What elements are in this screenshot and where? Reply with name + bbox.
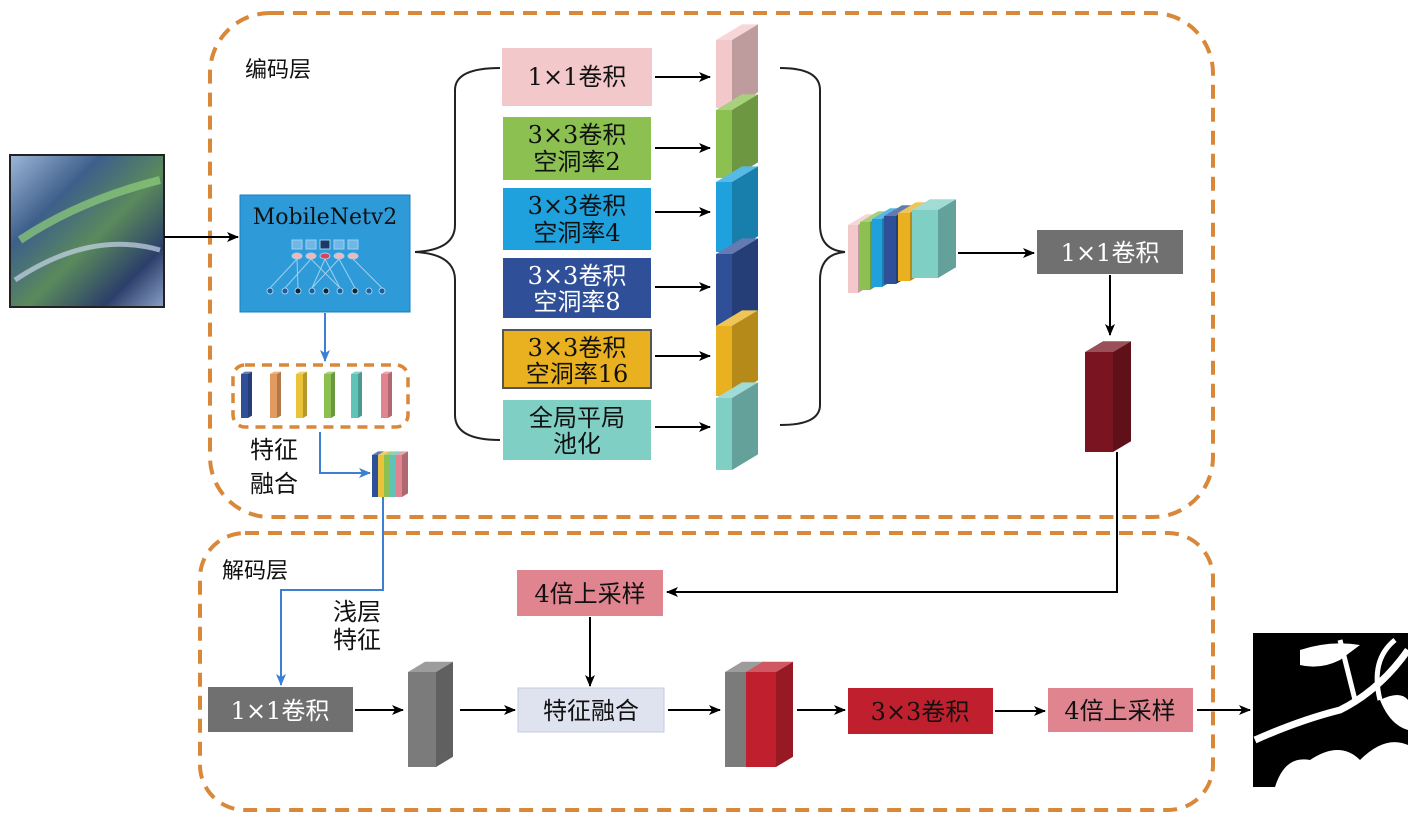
aspp-branch-rate4: 3×3卷积 空洞率4	[503, 188, 651, 250]
fused-low-level-stack	[372, 451, 408, 497]
decoder-region	[198, 531, 1215, 812]
branch-label: 3×3卷积	[528, 334, 627, 362]
branch-output-slab	[716, 238, 758, 326]
feature-map-slab	[396, 451, 408, 497]
encoder-title: 编码层	[245, 58, 311, 83]
branch-rate: 空洞率8	[533, 288, 620, 316]
feature-fusion-block: 特征融合	[517, 687, 665, 733]
feature-slab-yellow	[296, 371, 307, 418]
branch-output-slab	[716, 382, 758, 470]
network-icon	[266, 239, 386, 295]
upsample-label: 4倍上采样	[1064, 697, 1175, 725]
aspp-branch-rate16: 3×3卷积 空洞率16	[502, 329, 652, 389]
output-upsample-4x: 4倍上采样	[1048, 688, 1193, 732]
branch-label: 1×1卷积	[528, 63, 627, 91]
feature-slab-pink	[381, 371, 392, 418]
encoder-conv1x1: 1×1卷积	[1037, 230, 1183, 274]
branch-label: 3×3卷积	[528, 121, 627, 149]
encoder-region	[208, 11, 1215, 519]
branch-output-slab	[716, 94, 758, 178]
feature-map-slab	[912, 199, 956, 278]
aspp-branch-global-pooling: 全局平局 池化	[503, 400, 651, 460]
arrow-to-fused-features	[319, 432, 371, 478]
branch-output-slab	[716, 24, 758, 108]
low-level-features-group	[231, 363, 410, 429]
feature-slab-teal	[351, 371, 362, 418]
fusion-label: 特征融合	[543, 697, 639, 725]
arrow-encoder-to-upsample	[666, 452, 1118, 597]
branch-label: 3×3卷积	[528, 262, 627, 290]
aspp-branch-rate8: 3×3卷积 空洞率8	[503, 258, 651, 318]
branch-label: 全局平局	[529, 404, 625, 432]
concat-slab-red	[746, 661, 793, 767]
encoder-output-slab	[1085, 341, 1131, 452]
branch-rate: 池化	[553, 430, 601, 458]
conv-label: 1×1卷积	[231, 697, 330, 725]
shallow-feature-slab	[408, 661, 453, 767]
conv-label: 1×1卷积	[1061, 239, 1160, 267]
backbone-label: MobileNetv2	[253, 205, 397, 230]
left-brace	[414, 67, 501, 441]
arrow-shallow-features	[276, 497, 384, 686]
decoder-conv3x3: 3×3卷积	[848, 688, 993, 734]
feature-slab-blue	[241, 371, 252, 418]
output-segmentation-mask	[1253, 633, 1411, 787]
branch-output-slab	[716, 310, 758, 396]
backbone-block: MobileNetv2	[239, 194, 411, 313]
shallow-feature-label-2: 特征	[333, 626, 381, 654]
decoder-title: 解码层	[222, 559, 288, 584]
feature-fusion-label-1: 特征	[250, 436, 298, 464]
branch-label: 3×3卷积	[528, 192, 627, 220]
branch-rate: 空洞率2	[533, 148, 620, 176]
branch-output-slab	[716, 166, 758, 252]
aspp-branch-1x1: 1×1卷积	[502, 48, 652, 106]
feature-slab-green	[324, 371, 335, 418]
decoder-conv1x1: 1×1卷积	[208, 687, 353, 732]
shallow-feature-label-1: 浅层	[333, 598, 381, 626]
right-brace	[779, 67, 846, 426]
upsample-4x-block: 4倍上采样	[517, 570, 663, 616]
concatenated-features	[848, 199, 956, 293]
branch-rate: 空洞率16	[526, 360, 629, 388]
upsample-label: 4倍上采样	[534, 580, 645, 608]
input-satellite-image	[9, 154, 165, 308]
branch-rate: 空洞率4	[533, 219, 620, 247]
feature-fusion-label-2: 融合	[250, 470, 298, 498]
feature-slab-orange	[270, 371, 281, 418]
aspp-branch-rate2: 3×3卷积 空洞率2	[503, 117, 651, 180]
conv-label: 3×3卷积	[871, 698, 970, 726]
